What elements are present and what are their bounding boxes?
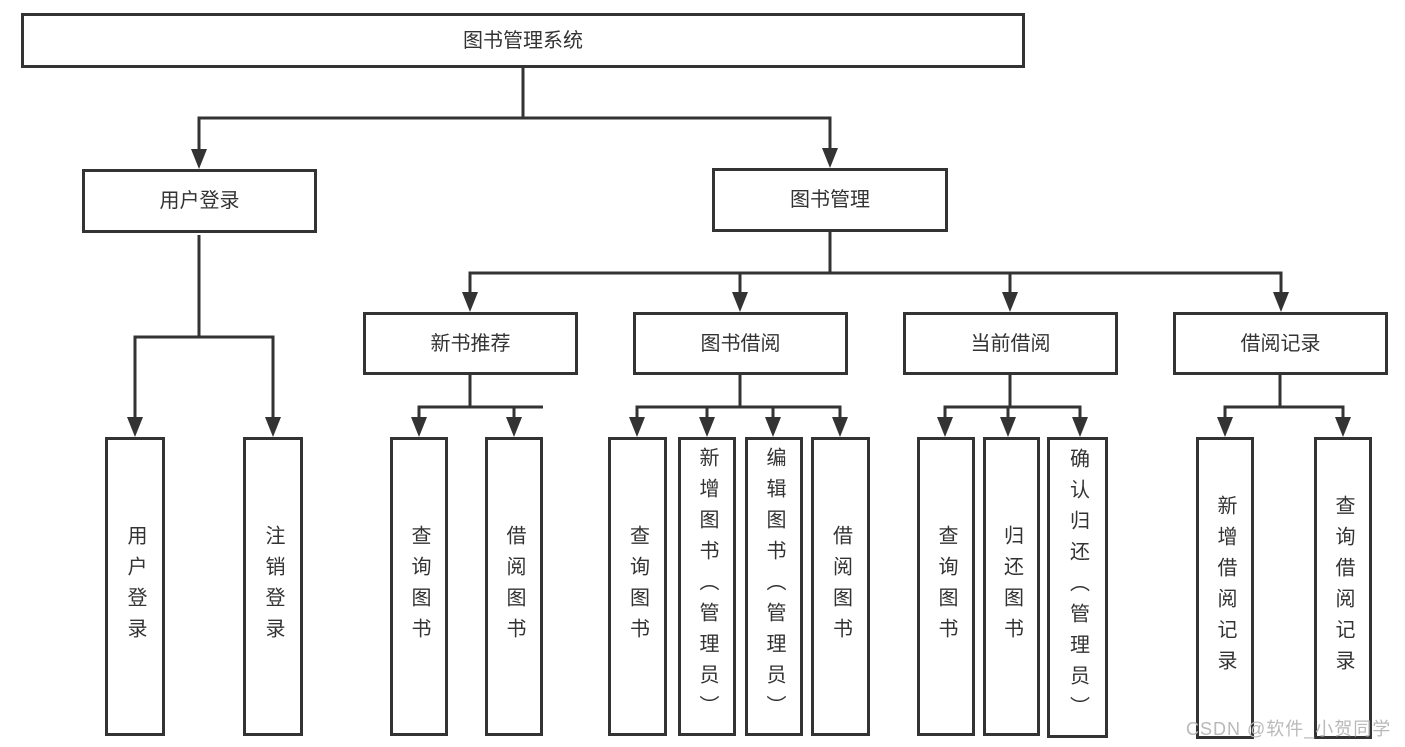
node-label: 图书管理系统 [463, 29, 583, 52]
node-label: 查询图书 [935, 524, 957, 649]
leaf-add-books-admin: 新增图书（管理员） [678, 437, 736, 736]
leaf-query-borrow-record: 查询借阅记录 [1314, 437, 1372, 739]
node-book-management: 图书管理 [712, 168, 948, 232]
node-label: 用户登录 [159, 190, 240, 212]
leaf-confirm-return-admin: 确认归还（管理员） [1047, 437, 1108, 738]
node-label: 图书借阅 [700, 332, 781, 355]
leaf-user-login: 用户登录 [105, 437, 165, 736]
leaf-logout: 注销登录 [243, 437, 303, 736]
node-label: 当前借阅 [970, 332, 1051, 355]
leaf-query-books-borrow: 查询图书 [608, 437, 667, 736]
node-label: 新增图书（管理员） [696, 447, 718, 726]
node-library-management-system: 图书管理系统 [21, 13, 1025, 68]
leaf-query-books-recommend: 查询图书 [390, 437, 448, 736]
node-label: 新增借阅记录 [1214, 495, 1236, 681]
node-borrow-records: 借阅记录 [1173, 312, 1388, 375]
node-label: 注销登录 [262, 524, 284, 649]
leaf-edit-books-admin: 编辑图书（管理员） [745, 437, 803, 736]
leaf-borrow-books-recommend: 借阅图书 [485, 437, 543, 736]
node-label: 新书推荐 [430, 332, 511, 355]
node-label: 借阅图书 [503, 524, 525, 649]
node-label: 编辑图书（管理员） [763, 447, 785, 726]
node-label: 查询借阅记录 [1332, 495, 1354, 681]
node-label: 借阅记录 [1240, 332, 1321, 355]
leaf-return-books: 归还图书 [983, 437, 1040, 736]
node-label: 确认归还（管理员） [1066, 448, 1089, 727]
node-label: 查询图书 [626, 524, 649, 649]
node-label: 用户登录 [124, 524, 146, 649]
node-label: 查询图书 [408, 524, 430, 649]
csdn-watermark: CSDN @软件_小贺同学 [1186, 719, 1392, 739]
leaf-query-books-current: 查询图书 [917, 437, 975, 736]
node-label: 图书管理 [790, 189, 870, 211]
node-current-borrow: 当前借阅 [903, 312, 1118, 375]
node-book-borrow: 图书借阅 [633, 312, 848, 375]
leaf-add-borrow-record: 新增借阅记录 [1196, 437, 1254, 739]
node-label: 归还图书 [1000, 524, 1023, 649]
node-user-login: 用户登录 [82, 169, 317, 233]
node-new-book-recommend: 新书推荐 [363, 312, 578, 375]
node-label: 借阅图书 [829, 524, 852, 649]
leaf-borrow-books: 借阅图书 [811, 437, 870, 736]
